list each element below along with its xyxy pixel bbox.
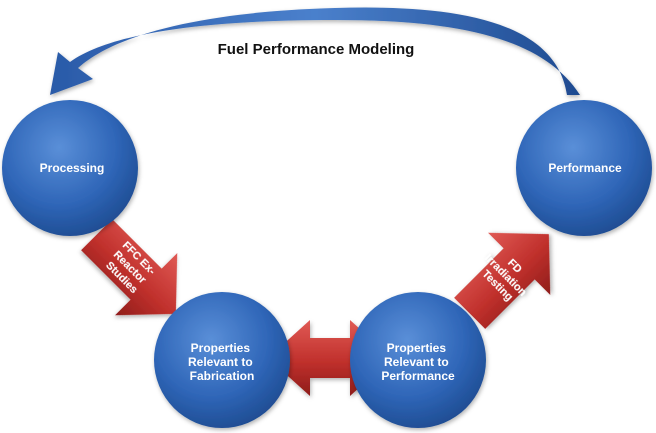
node-performance-label: Performance bbox=[548, 161, 622, 175]
relevant-performance-line-2: Relevant to bbox=[384, 355, 449, 369]
node-relevant-performance: Properties Relevant to Performance bbox=[350, 292, 486, 428]
fd-arrow: FD Irradiation Testing bbox=[454, 232, 551, 329]
processing-line-1: Processing bbox=[40, 161, 105, 175]
fabrication-line-1: Properties bbox=[191, 341, 251, 355]
relevant-performance-line-3: Performance bbox=[381, 369, 455, 383]
relevant-performance-line-1: Properties bbox=[387, 341, 447, 355]
node-processing: Processing bbox=[2, 100, 138, 236]
node-performance: Performance bbox=[516, 100, 652, 236]
node-relevant-performance-label: Properties Relevant to Performance bbox=[381, 341, 455, 383]
node-fabrication-label: Properties Relevant to Fabrication bbox=[188, 341, 256, 383]
node-fabrication: Properties Relevant to Fabrication bbox=[154, 292, 290, 428]
ffc-arrow: FFC Ex- Reactor Studies bbox=[81, 219, 178, 316]
performance-line-1: Performance bbox=[548, 161, 622, 175]
fabrication-line-3: Fabrication bbox=[190, 369, 255, 383]
node-processing-label: Processing bbox=[40, 161, 105, 175]
fabrication-line-2: Relevant to bbox=[188, 355, 253, 369]
diagram-title: Fuel Performance Modeling bbox=[218, 41, 415, 58]
